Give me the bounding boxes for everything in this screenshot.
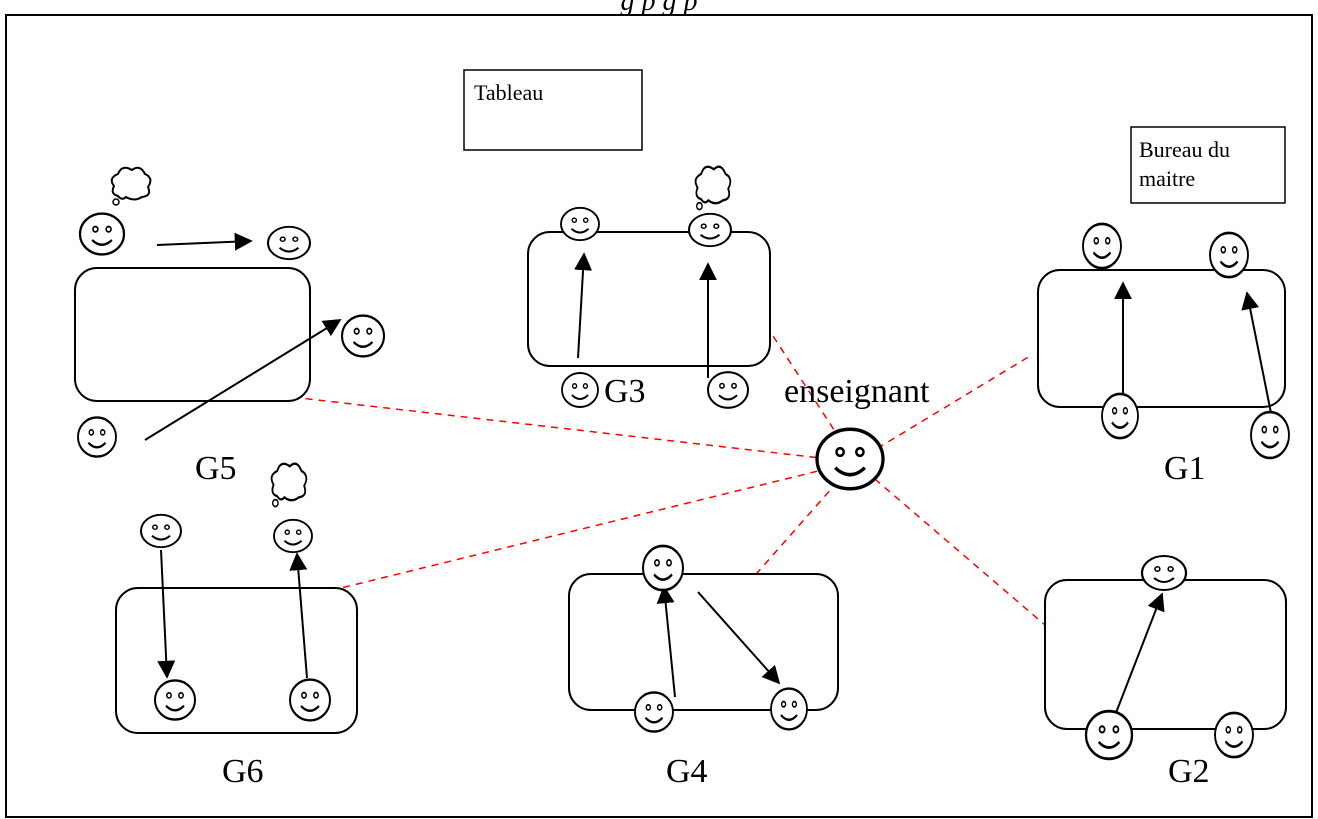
student-g4-3 — [769, 687, 809, 731]
teacher-avatar — [815, 427, 885, 491]
student-g4-1 — [641, 544, 685, 592]
student-g2-2 — [1084, 709, 1134, 761]
student-g1-1 — [1081, 222, 1123, 270]
teacher-desk: Bureau du maitre — [1130, 126, 1286, 204]
group-label-g4: G4 — [666, 753, 708, 790]
board: Tableau — [463, 69, 643, 151]
table-g1 — [1037, 269, 1286, 408]
student-g6-4 — [288, 678, 332, 722]
group-label-g6: G6 — [222, 753, 264, 790]
student-g6-1 — [140, 513, 182, 549]
table-g2 — [1044, 579, 1287, 730]
thought-cloud-g3 — [694, 165, 732, 211]
arrow-g3-left — [574, 252, 593, 359]
student-g6-2 — [273, 518, 313, 554]
student-g3-1 — [560, 206, 600, 242]
teacher-link-g6 — [234, 461, 856, 615]
student-g5-4 — [76, 416, 118, 458]
diagram-frame — [5, 14, 1313, 818]
teacher-link-g1 — [854, 355, 1031, 463]
thought-cloud-g5 — [110, 166, 152, 206]
table-g3 — [527, 231, 771, 367]
student-g3-3 — [561, 372, 599, 408]
table-g5 — [74, 267, 311, 402]
teacher-link-g2 — [854, 461, 1081, 656]
student-g1-2 — [1208, 231, 1250, 279]
group-label-g3: G3 — [604, 373, 646, 410]
group-label-g2: G2 — [1168, 753, 1210, 790]
arrow-g1-right — [1241, 291, 1272, 414]
student-g1-4 — [1249, 410, 1291, 460]
teacher-label: enseignant — [784, 373, 930, 410]
arrow-g2-up — [1113, 592, 1165, 719]
student-g6-3 — [153, 679, 197, 721]
student-g1-3 — [1100, 392, 1140, 440]
teacher-link-g5 — [299, 397, 856, 463]
arrow-g6-left — [157, 549, 176, 679]
arrow-g4-up — [656, 585, 676, 698]
student-g5-2 — [266, 225, 312, 261]
student-g5-3 — [340, 314, 386, 358]
student-g3-4 — [706, 371, 750, 409]
teacher-desk-label-line1: Bureau du — [1139, 137, 1230, 162]
arrow-g5-diag — [144, 319, 342, 441]
student-g3-2 — [687, 212, 733, 248]
student-g5-1 — [78, 212, 126, 256]
student-g2-3 — [1213, 711, 1255, 759]
student-g4-2 — [633, 691, 675, 733]
table-g4 — [568, 573, 839, 711]
arrow-g4-down — [697, 591, 781, 685]
teacher-desk-label-line2: maitre — [1139, 166, 1195, 191]
arrow-g6-right — [289, 552, 308, 679]
arrow-g5-top — [156, 232, 253, 251]
group-label-g1: G1 — [1164, 450, 1206, 487]
student-g2-1 — [1140, 554, 1188, 592]
thought-cloud-g6 — [270, 462, 308, 508]
group-label-g5: G5 — [195, 450, 237, 487]
board-label: Tableau — [474, 80, 543, 105]
header-title: g p g p — [620, 0, 698, 16]
